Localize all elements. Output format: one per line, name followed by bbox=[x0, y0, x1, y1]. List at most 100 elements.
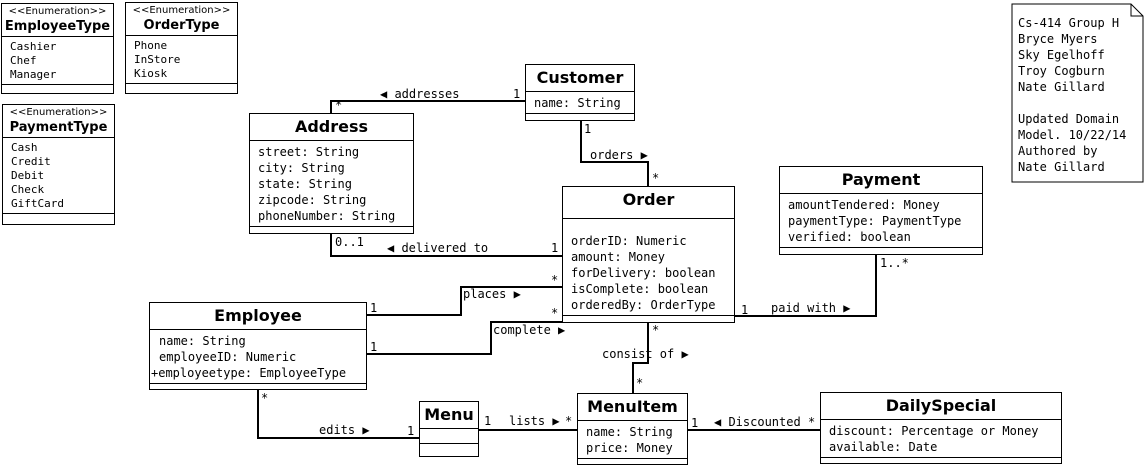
enum-value: Cashier bbox=[10, 40, 57, 53]
class-name: Menu bbox=[420, 402, 478, 429]
mult-consist-menu-item: * bbox=[636, 376, 644, 390]
class-daily-special[interactable]: DailySpecial discount: Percentage or Mon… bbox=[820, 392, 1062, 464]
mult-complete-order: * bbox=[551, 306, 559, 320]
label-complete: complete ▶ bbox=[493, 323, 566, 337]
enum-value: Check bbox=[11, 183, 45, 196]
label-delivered-to: ◀ delivered to bbox=[387, 241, 489, 255]
attribute: discount: Percentage or Money bbox=[829, 424, 1039, 438]
enum-value: Debit bbox=[11, 169, 45, 182]
mult-discounted-daily-special: * bbox=[808, 415, 816, 429]
line-edits bbox=[257, 390, 420, 439]
attribute: name: String bbox=[159, 334, 246, 348]
label-edits: edits ▶ bbox=[319, 423, 370, 437]
line-paid-with bbox=[735, 255, 877, 317]
mult-discounted-menu-item: 1 bbox=[691, 416, 699, 430]
line-consist-of bbox=[632, 322, 649, 394]
mult-orders-customer: 1 bbox=[584, 122, 592, 136]
attribute: +employeetype: EmployeeType bbox=[151, 366, 347, 380]
note-line: Troy Cogburn bbox=[1018, 64, 1105, 78]
attribute: orderID: Numeric bbox=[571, 234, 687, 248]
label-addresses: ◀ addresses bbox=[380, 87, 460, 101]
attribute: isComplete: boolean bbox=[571, 282, 709, 296]
label-lists: lists ▶ bbox=[509, 414, 560, 428]
mult-lists-menu-item: * bbox=[565, 414, 573, 428]
class-operations bbox=[821, 458, 1061, 464]
class-name: Payment bbox=[780, 167, 982, 194]
note-line: Model. 10/22/14 bbox=[1018, 128, 1127, 142]
mult-addresses-address: * bbox=[335, 98, 343, 112]
attribute: price: Money bbox=[586, 441, 673, 455]
mult-places-order: * bbox=[551, 273, 559, 287]
enum-stereotype: <<Enumeration>> bbox=[8, 6, 107, 17]
class-name: Address bbox=[250, 114, 413, 141]
note-line: Cs-414 Group H bbox=[1018, 16, 1120, 30]
label-paid-with: paid with ▶ bbox=[771, 301, 851, 315]
attribute: amount: Money bbox=[571, 250, 665, 264]
class-customer[interactable]: Customer name: String bbox=[525, 64, 635, 121]
class-operations bbox=[780, 248, 982, 254]
label-places: places ▶ bbox=[463, 287, 521, 301]
enum-value: GiftCard bbox=[11, 197, 64, 210]
class-name: DailySpecial bbox=[821, 393, 1061, 420]
attribute: verified: boolean bbox=[788, 230, 911, 244]
line-addresses bbox=[330, 100, 526, 114]
attribute: street: String bbox=[258, 145, 360, 159]
note-fold bbox=[1130, 4, 1143, 17]
enum-value: Manager bbox=[10, 68, 57, 81]
mult-orders-order: * bbox=[652, 171, 660, 185]
attribute: name: String bbox=[534, 96, 621, 110]
enum-name: PaymentType bbox=[3, 119, 114, 138]
attribute: forDelivery: boolean bbox=[571, 266, 716, 280]
mult-edits-employee: * bbox=[261, 391, 269, 405]
enum-value: Kiosk bbox=[134, 67, 168, 80]
note-line bbox=[1018, 95, 1136, 111]
note-line: Authored by bbox=[1018, 144, 1098, 158]
enum-name: EmployeeType bbox=[2, 18, 113, 37]
mult-edits-menu: 1 bbox=[407, 424, 415, 438]
class-operations bbox=[526, 114, 634, 120]
class-attributes: name: String bbox=[526, 92, 634, 114]
class-attributes: orderID: Numeric amount: Money forDelivery… bbox=[563, 219, 734, 316]
class-menu[interactable]: Menu bbox=[419, 401, 479, 457]
attribute: name: String bbox=[586, 425, 673, 439]
line-orders bbox=[580, 120, 649, 187]
class-name: Customer bbox=[526, 65, 634, 92]
attribute: state: String bbox=[258, 177, 352, 191]
note-line: Updated Domain bbox=[1018, 112, 1120, 126]
mult-complete-employee: 1 bbox=[370, 340, 378, 354]
class-operations bbox=[563, 316, 734, 322]
enum-value: Cash bbox=[11, 141, 38, 154]
label-orders: orders ▶ bbox=[590, 148, 648, 162]
class-operations bbox=[150, 384, 366, 390]
mult-addresses-customer: 1 bbox=[513, 87, 521, 101]
note-line: Sky Egelhoff bbox=[1018, 48, 1105, 62]
attribute: amountTendered: Money bbox=[788, 198, 940, 212]
class-name: MenuItem bbox=[578, 394, 687, 421]
note-line: Nate Gillard bbox=[1018, 160, 1105, 174]
attribute: available: Date bbox=[829, 440, 938, 454]
enum-value: InStore bbox=[134, 53, 181, 66]
enum-stereotype: <<Enumeration>> bbox=[9, 107, 108, 118]
mult-paid-payment: 1..* bbox=[880, 256, 909, 270]
line-complete bbox=[366, 321, 563, 355]
mult-consist-order: * bbox=[652, 323, 660, 337]
class-menu-item[interactable]: MenuItem name: String price: Money bbox=[577, 393, 688, 465]
attribute: phoneNumber: String bbox=[258, 209, 396, 223]
class-operations bbox=[578, 459, 687, 465]
note-shape bbox=[1011, 3, 1144, 183]
